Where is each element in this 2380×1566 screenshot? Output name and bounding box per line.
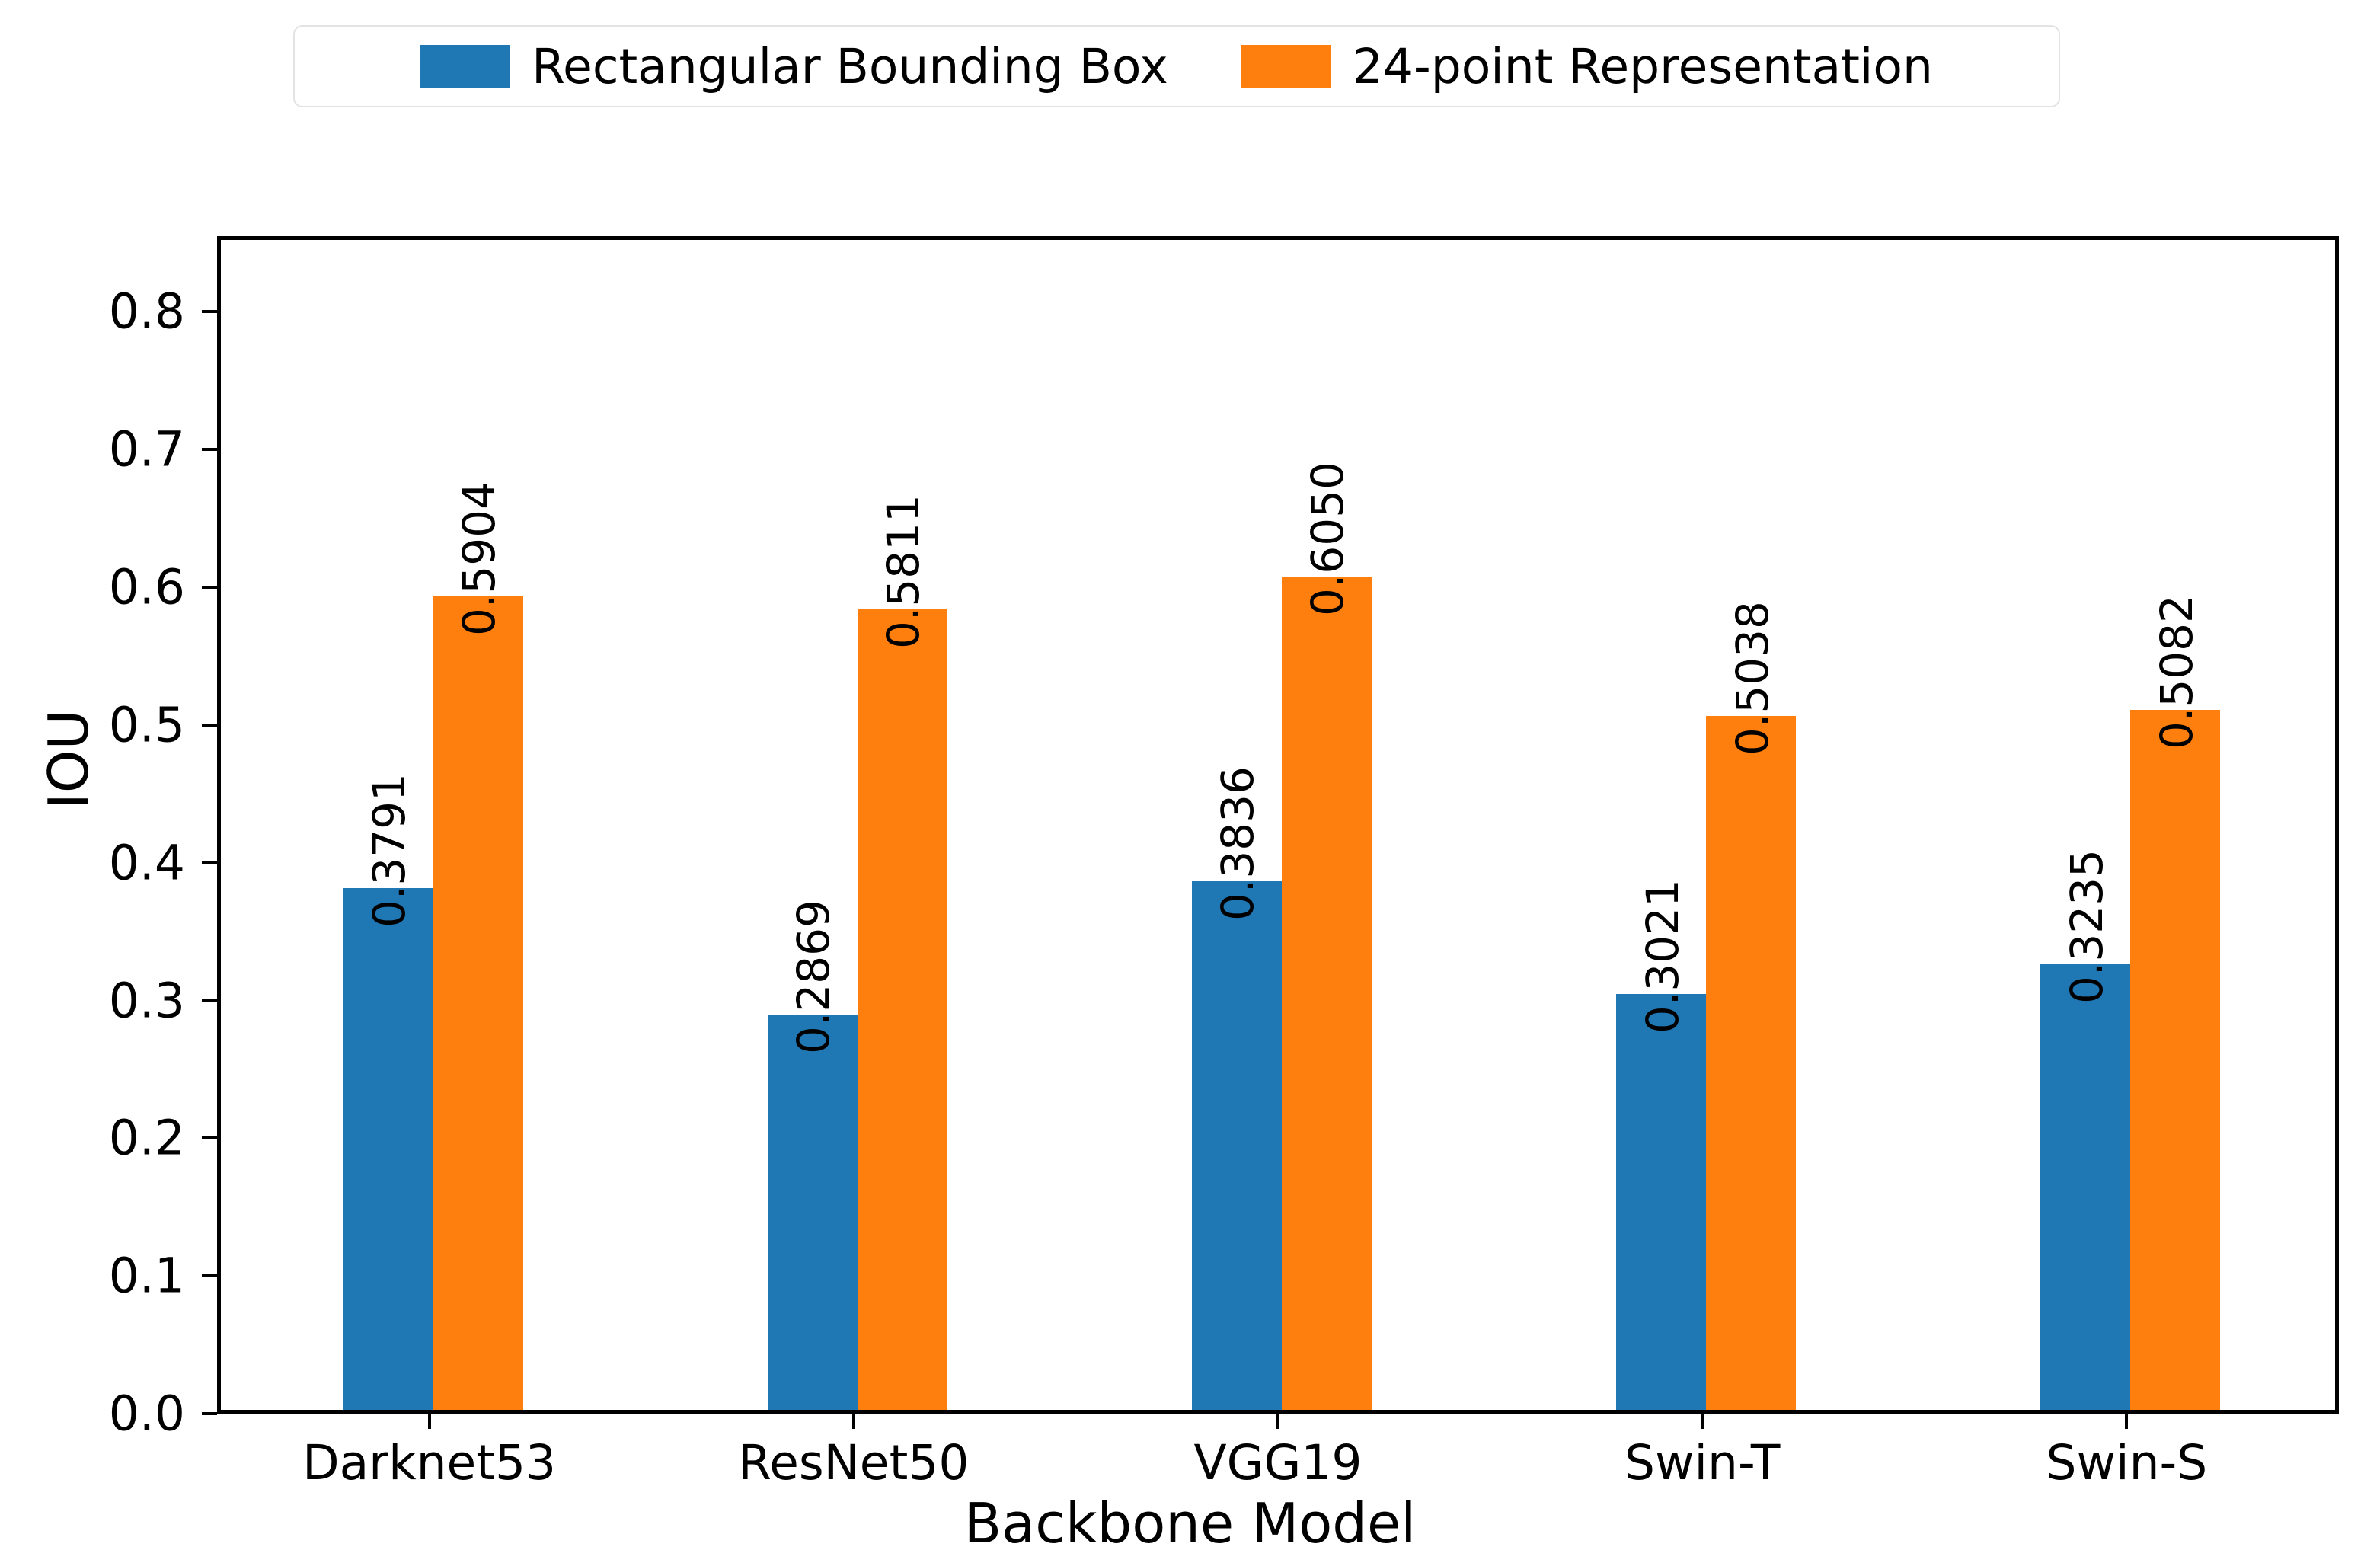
y-tick-mark <box>202 723 217 727</box>
chart-legend: Rectangular Bounding Box 24-point Repres… <box>293 25 2060 107</box>
legend-label-rectangular-bounding-box: Rectangular Bounding Box <box>532 38 1168 94</box>
bar-swin-s-series-2 <box>2130 710 2221 1410</box>
y-tick-label: 0.7 <box>108 421 185 478</box>
legend-label-24-point-representation: 24-point Representation <box>1352 38 1933 94</box>
legend-entry-rectangular-bounding-box: Rectangular Bounding Box <box>420 43 1168 91</box>
x-tick-label-vgg19: VGG19 <box>1193 1435 1363 1491</box>
y-tick-label: 0.4 <box>108 835 185 891</box>
plot-area: 0.3791 0.2869 0.3836 0.3021 0.3235 0.5904 0.58… <box>221 240 2335 1410</box>
x-tick-label-darknet53: Darknet53 <box>302 1435 557 1491</box>
y-tick-mark <box>202 1136 217 1140</box>
x-tick-label-swin-t: Swin-T <box>1624 1435 1781 1491</box>
bar-darknet53-series-2 <box>433 596 523 1410</box>
x-tick-mark <box>427 1414 431 1429</box>
y-tick-mark <box>202 310 217 314</box>
bar-value-label: 0.2869 <box>787 900 840 1055</box>
y-tick-label: 0.6 <box>108 559 185 615</box>
x-tick-mark <box>851 1414 855 1429</box>
bar-swin-t-series-1 <box>1616 993 1707 1410</box>
legend-swatch-blue <box>420 45 511 88</box>
y-tick-mark <box>202 1274 217 1278</box>
bar-value-label: 0.5082 <box>2150 595 2203 750</box>
bar-value-label: 0.5904 <box>453 481 505 637</box>
bar-value-label: 0.3021 <box>1636 878 1688 1034</box>
bar-swin-s-series-1 <box>2040 964 2131 1410</box>
y-tick-label: 0.1 <box>108 1248 185 1304</box>
y-tick-label: 0.3 <box>108 973 185 1029</box>
y-tick-mark <box>202 448 217 452</box>
x-tick-mark <box>1276 1414 1279 1429</box>
x-tick-mark <box>2125 1414 2129 1429</box>
y-tick-mark <box>202 999 217 1002</box>
bar-vgg19-series-1 <box>1192 881 1282 1410</box>
y-tick-label: 0.2 <box>108 1110 185 1166</box>
x-axis-label: Backbone Model <box>963 1491 1417 1555</box>
y-tick-mark <box>202 861 217 864</box>
bar-value-label: 0.3235 <box>2060 849 2113 1005</box>
bar-value-label: 0.5811 <box>877 494 930 650</box>
y-tick-mark <box>202 586 217 590</box>
bar-swin-t-series-2 <box>1706 716 1797 1410</box>
x-tick-label-swin-s: Swin-S <box>2046 1435 2208 1491</box>
bar-darknet53-series-1 <box>343 887 433 1410</box>
y-tick-label: 0.5 <box>108 697 185 753</box>
plot-frame: 0.3791 0.2869 0.3836 0.3021 0.3235 0.5904 0.58… <box>217 236 2339 1414</box>
y-tick-label: 0.8 <box>108 283 185 340</box>
y-tick-label: 0.0 <box>108 1385 185 1442</box>
legend-entry-24-point-representation: 24-point Representation <box>1241 43 1933 91</box>
bar-resnet50-series-2 <box>857 609 947 1410</box>
bar-value-label: 0.3836 <box>1212 766 1264 922</box>
bar-value-label: 0.3791 <box>363 772 415 928</box>
y-tick-mark <box>202 1412 217 1415</box>
x-tick-label-resnet50: ResNet50 <box>738 1435 970 1491</box>
bar-vgg19-series-2 <box>1282 577 1372 1410</box>
bar-value-label: 0.6050 <box>1302 462 1354 617</box>
bar-value-label: 0.5038 <box>1726 601 1778 756</box>
bar-resnet50-series-1 <box>767 1015 858 1410</box>
legend-swatch-orange <box>1241 45 1331 88</box>
x-tick-mark <box>1701 1414 1704 1429</box>
